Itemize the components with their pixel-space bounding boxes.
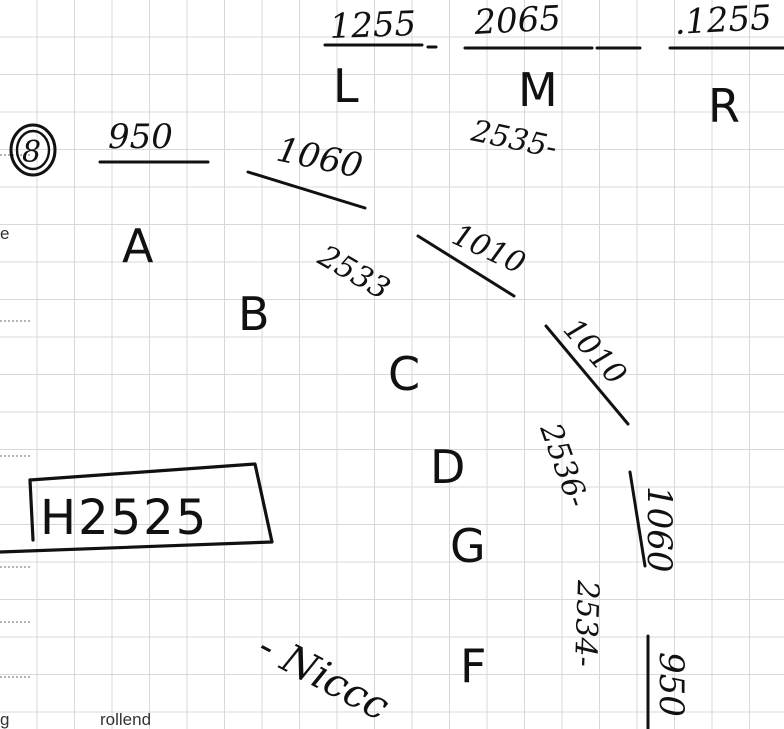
section-F: 2534- 950 F <box>460 579 691 729</box>
section-D-label: D <box>430 440 465 494</box>
section-C: 1010 C <box>388 218 531 401</box>
fraction-M-value: 2065 <box>472 0 562 43</box>
cursive-note: - Niccc <box>250 623 396 729</box>
section-F-value: 950 <box>651 652 691 717</box>
section-E-value: 1060 <box>639 486 679 573</box>
section-B-bar <box>246 170 367 210</box>
fraction-M-note: 2535- <box>467 113 560 165</box>
fraction-L: 1255 L <box>323 4 424 113</box>
section-C-bar <box>416 234 516 298</box>
section-F-note: 2534- <box>567 579 605 668</box>
fraction-R-value: .1255 <box>673 0 772 43</box>
left-dotted-rule-3 <box>0 455 30 457</box>
left-margin-text: e <box>0 224 10 243</box>
section-E-bar <box>628 470 647 568</box>
boxed-label-frame <box>0 462 274 554</box>
section-C-label: C <box>388 347 420 401</box>
boxed-label-left-edge <box>28 478 35 542</box>
section-C-value: 1010 <box>447 218 531 282</box>
marker-circle-inner <box>15 129 51 171</box>
fraction-L-label: L <box>333 59 359 113</box>
section-A-label: A <box>122 219 154 273</box>
section-D: 1010 D 2536- <box>430 312 633 512</box>
boxed-label: H2525 <box>0 462 274 554</box>
section-A: 950 A <box>98 117 210 273</box>
circled-marker: 8 <box>9 123 57 177</box>
section-D-note: 2536- <box>532 418 595 512</box>
left-dotted-rule-5 <box>0 621 30 623</box>
marker-circle-outer <box>9 123 57 177</box>
fraction-R: .1255 R <box>668 0 784 133</box>
section-B: 1060 B 2533 <box>238 130 396 341</box>
section-E: 1060 G <box>450 470 679 573</box>
bottom-center-text: rollend <box>100 710 152 729</box>
section-F-label: F <box>460 639 486 693</box>
section-B-value: 1060 <box>273 130 366 187</box>
bottom-left-text: g <box>0 710 10 729</box>
section-A-value: 950 <box>108 117 173 157</box>
section-D-bar <box>544 324 630 426</box>
boxed-label-text: H2525 <box>40 490 208 546</box>
section-B-label: B <box>238 287 270 341</box>
left-dotted-rule-1 <box>0 154 30 156</box>
fraction-L-value: 1255 <box>329 4 417 47</box>
left-dotted-rule-6 <box>0 676 30 678</box>
left-dotted-rule-4 <box>0 566 30 568</box>
fraction-R-label: R <box>708 79 740 133</box>
fraction-M: 2065 M 2535- <box>463 0 642 166</box>
fraction-M-label: M <box>518 63 558 117</box>
marker-digit: 8 <box>22 135 41 170</box>
left-dotted-rule-2 <box>0 320 30 322</box>
section-E-label: G <box>450 519 486 573</box>
section-B-note: 2533 <box>311 238 395 307</box>
